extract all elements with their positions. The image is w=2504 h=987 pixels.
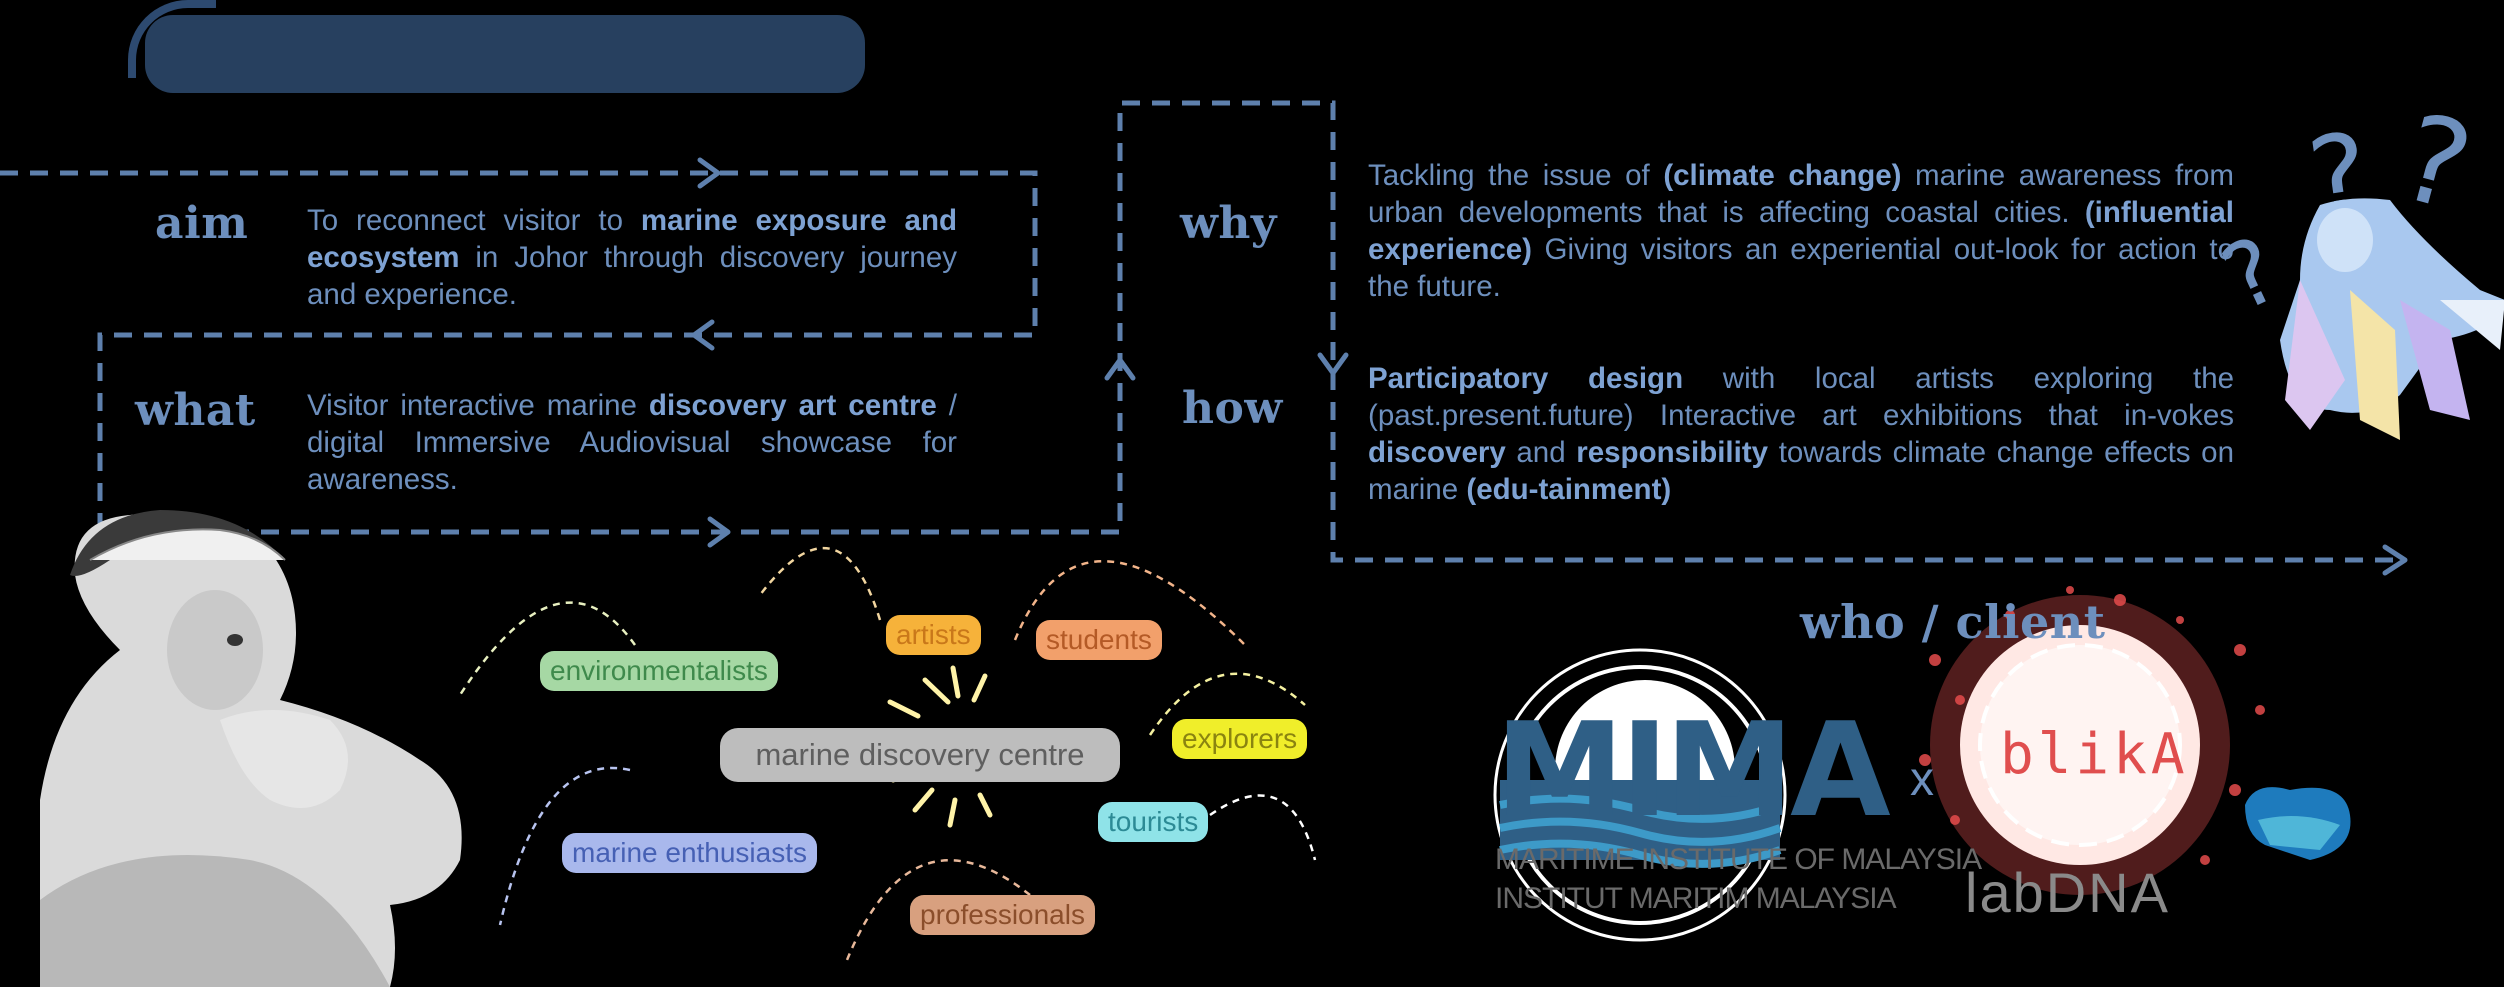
text-segment: Tackling the issue of xyxy=(1368,159,1664,192)
arrow-aim-left xyxy=(691,319,715,351)
why-heading: why xyxy=(1180,198,1277,249)
aim-heading: aim xyxy=(155,198,249,249)
text-segment: marine awareness from urban developments… xyxy=(1368,159,2234,229)
tag-marine-enthusiasts: marine enthusiasts xyxy=(562,833,818,873)
text-segment: / digital Immersive Audiovisual showcase… xyxy=(307,389,957,496)
arrow-up xyxy=(1104,357,1136,381)
tag-environmentalists: environmentalists xyxy=(540,651,778,691)
title-banner xyxy=(145,15,865,93)
mima-logo: MIMA xyxy=(1495,694,1891,846)
arc-environmentalists xyxy=(458,601,637,696)
blika-logo: blikA xyxy=(2000,722,2189,787)
arc-students xyxy=(1013,560,1246,646)
text-segment: Visitor interactive marine xyxy=(307,389,649,422)
tag-professionals: professionals xyxy=(910,895,1095,935)
text-segment: (influential experience) xyxy=(1368,196,2234,266)
blika-logo-graphic xyxy=(1919,586,2351,895)
tag-explorers: explorers xyxy=(1172,719,1308,759)
arc-marine-enthusiasts xyxy=(498,766,631,926)
text-segment: towards climate change effects on marine xyxy=(1368,436,2234,506)
text-segment: Participatory design xyxy=(1368,362,1684,395)
tag-tourists: tourists xyxy=(1098,802,1209,842)
why-text: Tackling the issue of (climate change) m… xyxy=(1368,157,2234,305)
mima-line-2: INSTITUT MARITIM MALAYSIA xyxy=(1495,882,1897,915)
question-mascot: ? ? ? xyxy=(2207,88,2504,440)
text-segment: with local artists exploring the (past.p… xyxy=(1368,362,2235,432)
arrow-down xyxy=(1317,352,1349,376)
arrow-end xyxy=(2382,544,2408,576)
tag-students: students xyxy=(1036,620,1162,660)
text-segment: (climate change) xyxy=(1663,159,1902,192)
text-segment: Giving visitors an experiential out-look… xyxy=(1368,233,2234,303)
arrow-aim-right xyxy=(697,157,721,189)
client-heading: who / client xyxy=(1800,595,2106,649)
banner-corner xyxy=(128,0,216,78)
child-photo xyxy=(40,510,462,987)
what-heading: what xyxy=(135,385,256,436)
text-segment: To reconnect visitor to xyxy=(307,204,641,237)
text-segment: discovery art centre xyxy=(648,389,937,422)
arc-artists xyxy=(759,546,882,621)
arc-explorers xyxy=(1148,672,1306,736)
labdna-logo: labDNA xyxy=(1965,861,2170,924)
text-segment: (edu-tainment) xyxy=(1466,473,1672,506)
text-segment: marine exposure and ecosystem xyxy=(307,204,957,274)
mima-line-1: MARITIME INSTITUTE OF MALAYSIA xyxy=(1495,843,1982,876)
tag-artists: artists xyxy=(886,615,981,655)
arc-tourists xyxy=(1209,794,1317,861)
how-text: Participatory design with local artists … xyxy=(1368,360,2234,508)
text-segment: discovery xyxy=(1368,436,1506,469)
client-separator: x xyxy=(1910,753,1934,806)
text-segment: responsibility xyxy=(1576,436,1769,469)
center-tag: marine discovery centre xyxy=(720,728,1120,782)
aim-text: To reconnect visitor to marine exposure … xyxy=(307,202,957,313)
mima-logo-graphic xyxy=(1493,648,1787,942)
text-segment: in Johor through discovery journey and e… xyxy=(307,241,957,311)
aim-connector xyxy=(0,100,2400,563)
text-segment: and xyxy=(1505,436,1577,469)
what-text: Visitor interactive marine discovery art… xyxy=(307,387,957,498)
how-heading: how xyxy=(1182,383,1283,434)
arrow-what-right xyxy=(707,516,731,548)
